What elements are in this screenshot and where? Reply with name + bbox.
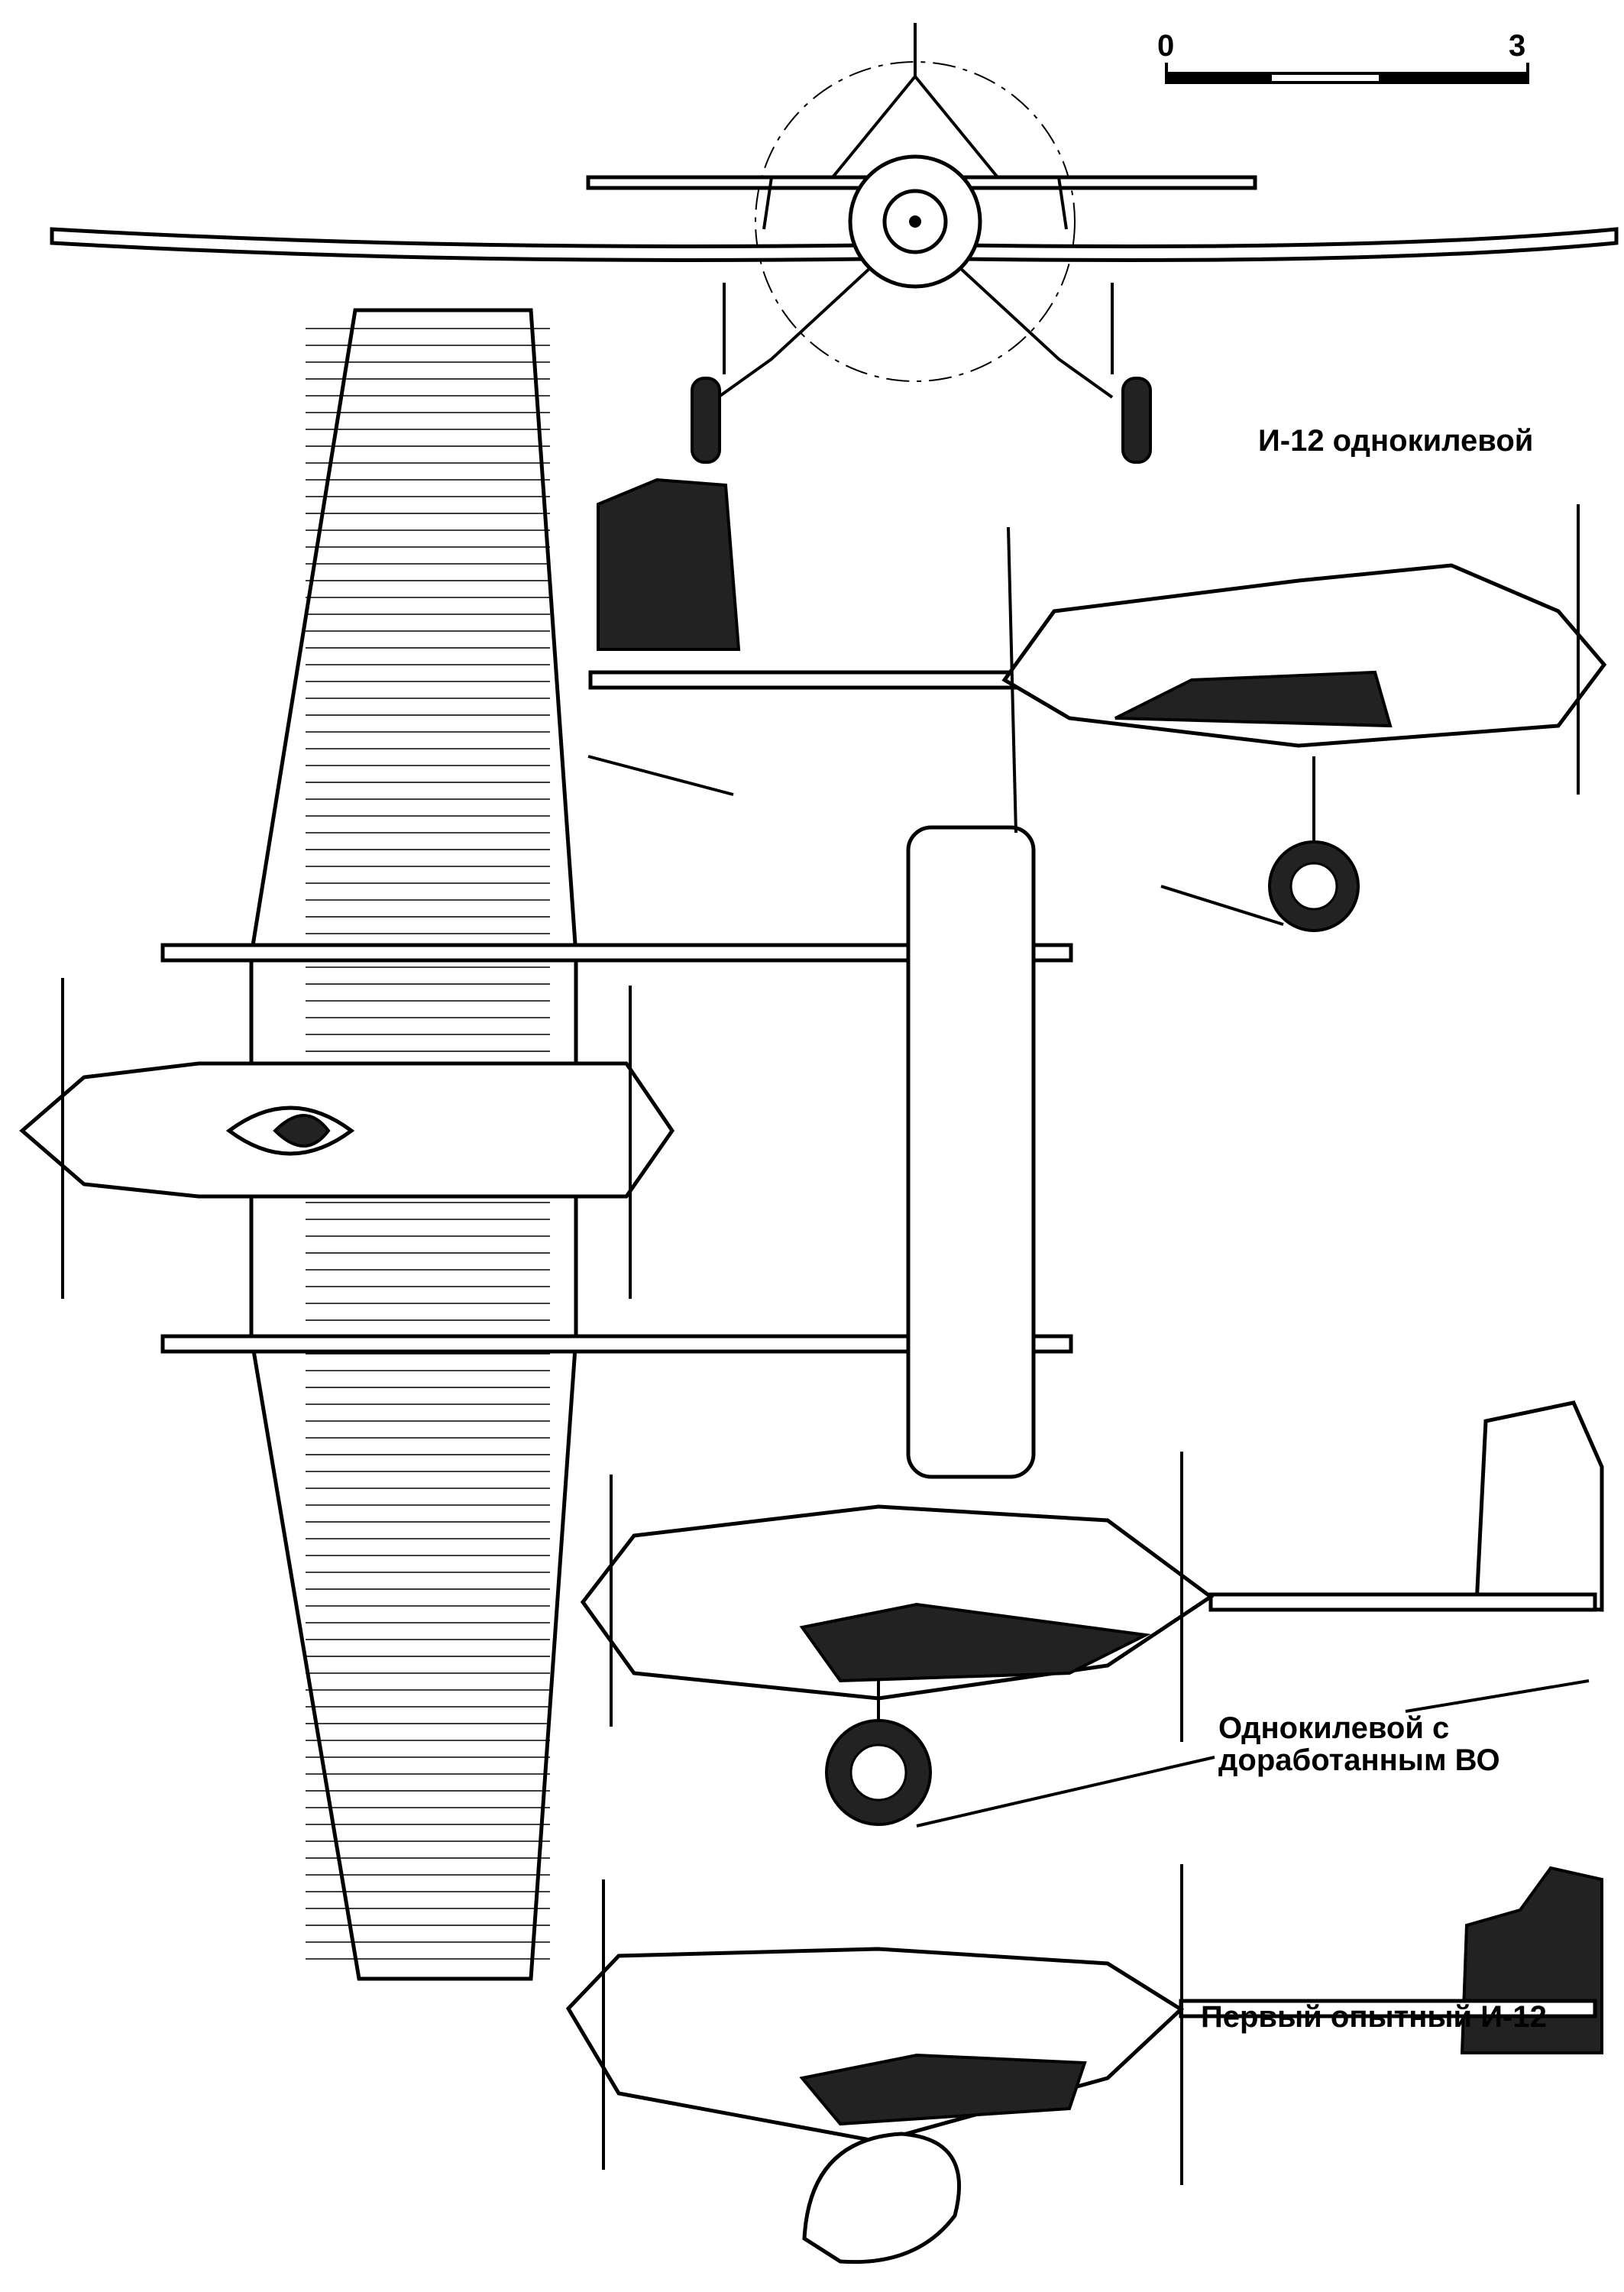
middle-variant-caption-line1: Однокилевой с <box>1218 1711 1450 1745</box>
scale-start-label: 0 <box>1157 29 1175 63</box>
left-wheel <box>691 377 721 464</box>
middle-variant-caption-line2: доработанным ВО <box>1218 1743 1500 1777</box>
horizontal-tail <box>906 825 1036 1479</box>
front-view-caption: И-12 однокилевой <box>1258 424 1534 458</box>
scale-bar <box>1165 63 1529 84</box>
wheel-fairing <box>802 2132 962 2264</box>
left-boom <box>160 943 1073 963</box>
right-boom <box>160 1334 1073 1354</box>
side-view-bottom-variant <box>565 1864 1603 2264</box>
bottom-variant-caption: Первый опытный И-12 <box>1201 2000 1547 2034</box>
scale-end-label: 3 <box>1509 29 1526 63</box>
top-view <box>19 308 1073 1981</box>
side-view-middle-variant <box>580 1400 1604 1827</box>
side-view-top-variant <box>587 478 1607 932</box>
front-view <box>50 23 1619 464</box>
right-wheel <box>1121 377 1152 464</box>
